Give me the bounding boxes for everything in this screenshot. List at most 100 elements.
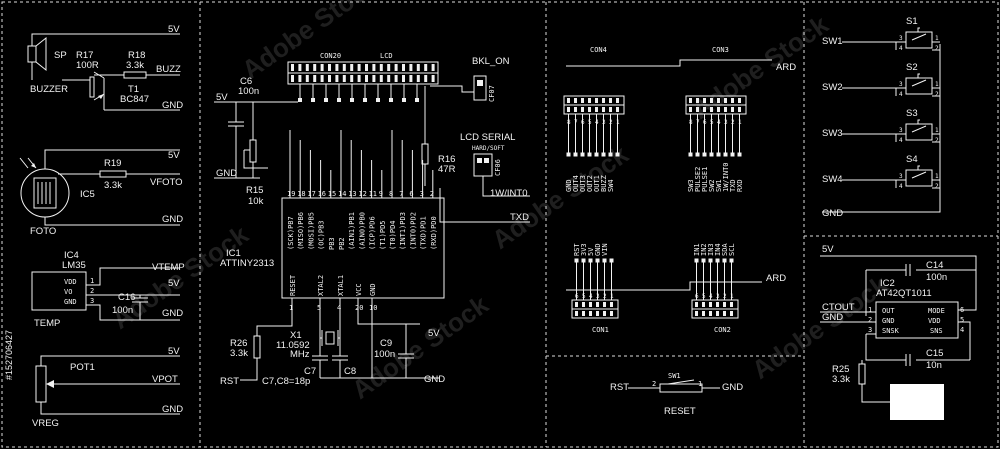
svg-text:BUZZER: BUZZER xyxy=(30,84,68,95)
connector-signal-label: PULSE1 xyxy=(701,167,709,192)
connector-signal-label: 3V3 xyxy=(580,243,588,256)
mcu-section: CON20 LCD BKL_ON CF07 C6 100n 5V GND R15… xyxy=(214,52,530,387)
svg-text:1: 1 xyxy=(935,173,939,180)
svg-text:SP: SP xyxy=(54,50,67,61)
svg-text:C15: C15 xyxy=(926,348,943,359)
svg-text:SNS: SNS xyxy=(930,327,943,335)
mcu-pin-name: VCC xyxy=(355,283,363,296)
connector-signal-label: IN1 xyxy=(693,243,701,256)
svg-text:R26: R26 xyxy=(230,338,247,349)
mcu-pin-number: 17 xyxy=(307,190,315,198)
svg-text:RST: RST xyxy=(610,382,629,393)
svg-text:IC5: IC5 xyxy=(80,189,95,200)
attiny2313-chip xyxy=(281,197,445,299)
connector-signal-label: 1W/INT0 xyxy=(722,162,730,192)
svg-text:C8: C8 xyxy=(344,366,356,377)
svg-text:5V: 5V xyxy=(428,328,440,339)
connector-pin-number: 3 xyxy=(596,293,600,300)
svg-text:VO: VO xyxy=(64,288,72,296)
svg-text:HARD/SOFT: HARD/SOFT xyxy=(472,145,505,152)
mcu-pin-number: 12 xyxy=(358,190,366,198)
touch-pad xyxy=(890,384,944,420)
svg-text:X1: X1 xyxy=(290,330,302,341)
connector-signal-label: SW1 xyxy=(715,179,723,192)
svg-text:TXD: TXD xyxy=(510,212,529,223)
svg-text:VTEMP: VTEMP xyxy=(152,262,185,273)
connector-pin-number: 5 xyxy=(702,293,706,300)
svg-text:2: 2 xyxy=(935,45,939,52)
switch-net-label: SW1 xyxy=(822,36,843,47)
svg-text:4: 4 xyxy=(899,183,903,190)
mcu-pin-name: (TXD)PD1 xyxy=(420,216,428,250)
svg-text:1: 1 xyxy=(935,81,939,88)
mcu-pin-number: 2 xyxy=(430,190,434,198)
svg-text:4: 4 xyxy=(899,91,903,98)
svg-text:2: 2 xyxy=(90,287,94,295)
svg-text:GND: GND xyxy=(822,208,843,219)
svg-text:3: 3 xyxy=(899,35,903,42)
mcu-pin-name: (AIN0)PB0 xyxy=(358,212,366,250)
svg-text:ATTINY2313: ATTINY2313 xyxy=(220,258,274,269)
connector-pin-number: 1 xyxy=(616,119,620,126)
mcu-pin-number: 5 xyxy=(317,304,321,312)
connector-signal-label: OUT3 xyxy=(579,175,587,192)
switch-net-label: SW2 xyxy=(822,82,843,93)
svg-text:VPOT: VPOT xyxy=(152,374,178,385)
switch-net-label: SW4 xyxy=(822,174,843,185)
mcu-pin-number: 20 xyxy=(355,304,363,312)
svg-text:3.3k: 3.3k xyxy=(126,60,144,71)
svg-text:RESET: RESET xyxy=(664,406,696,417)
switch-ref: S3 xyxy=(906,108,918,119)
svg-text:CON20: CON20 xyxy=(320,52,341,60)
connector-signal-label: RST xyxy=(573,243,581,256)
svg-text:10n: 10n xyxy=(926,360,942,371)
mcu-pin-name: PB3 xyxy=(328,237,336,250)
mcu-pin-number: 16 xyxy=(318,190,326,198)
connector-pin-number: 3 xyxy=(724,119,728,126)
mcu-pin-name: (MOSI)PB5 xyxy=(307,212,315,250)
connector-signal-label: IN3 xyxy=(707,243,715,256)
svg-text:5V: 5V xyxy=(168,346,180,357)
svg-text:3: 3 xyxy=(899,173,903,180)
svg-text:CON2: CON2 xyxy=(714,326,731,334)
svg-text:6: 6 xyxy=(960,306,964,314)
con3-block: SW38PULSE27PULSE16SW25SW141W/INT03TXD2RX… xyxy=(685,95,747,192)
svg-text:R25: R25 xyxy=(832,364,849,375)
mcu-pin-name: RESET xyxy=(289,274,297,296)
svg-text:GND: GND xyxy=(162,404,183,415)
svg-text:CON1: CON1 xyxy=(592,326,609,334)
svg-text:ARD: ARD xyxy=(766,273,786,284)
connector-pin-number: 2 xyxy=(731,119,735,126)
connector-signal-label: RXD xyxy=(736,179,744,192)
svg-text:GND: GND xyxy=(64,298,77,306)
connector-signal-label: IN4 xyxy=(714,243,722,256)
mcu-pin-number: 13 xyxy=(348,190,356,198)
svg-text:SW1: SW1 xyxy=(668,372,681,380)
svg-text:R19: R19 xyxy=(104,158,121,169)
svg-text:5: 5 xyxy=(960,316,964,324)
switch-ref: S1 xyxy=(906,16,918,27)
connector-pin-number: 4 xyxy=(709,293,713,300)
svg-text:GND: GND xyxy=(216,168,237,179)
buzzer-circuit: SP BUZZER 5V R17 100R T1 BC847 R18 3.3k … xyxy=(27,24,183,111)
svg-text:GND: GND xyxy=(722,382,743,393)
svg-text:100n: 100n xyxy=(112,305,133,316)
connector-signal-label: TXD xyxy=(729,179,737,192)
svg-text:11.0592: 11.0592 xyxy=(276,340,310,351)
mcu-pin-name: XTAL2 xyxy=(317,275,325,296)
connector-signal-label: GND xyxy=(594,243,602,256)
svg-text:CF07: CF07 xyxy=(488,85,496,102)
svg-text:47R: 47R xyxy=(438,164,456,175)
mcu-pin-name: (RXD)PD0 xyxy=(430,216,438,250)
connector-signal-label: SW4 xyxy=(607,179,615,192)
svg-text:Adobe Stock: Adobe Stock xyxy=(236,0,384,85)
svg-text:5V: 5V xyxy=(168,24,180,35)
svg-text:3.3k: 3.3k xyxy=(230,348,248,359)
svg-text:VREG: VREG xyxy=(32,418,59,429)
connector-pin-number: 7 xyxy=(696,119,700,126)
mcu-pin-number: 7 xyxy=(399,190,403,198)
